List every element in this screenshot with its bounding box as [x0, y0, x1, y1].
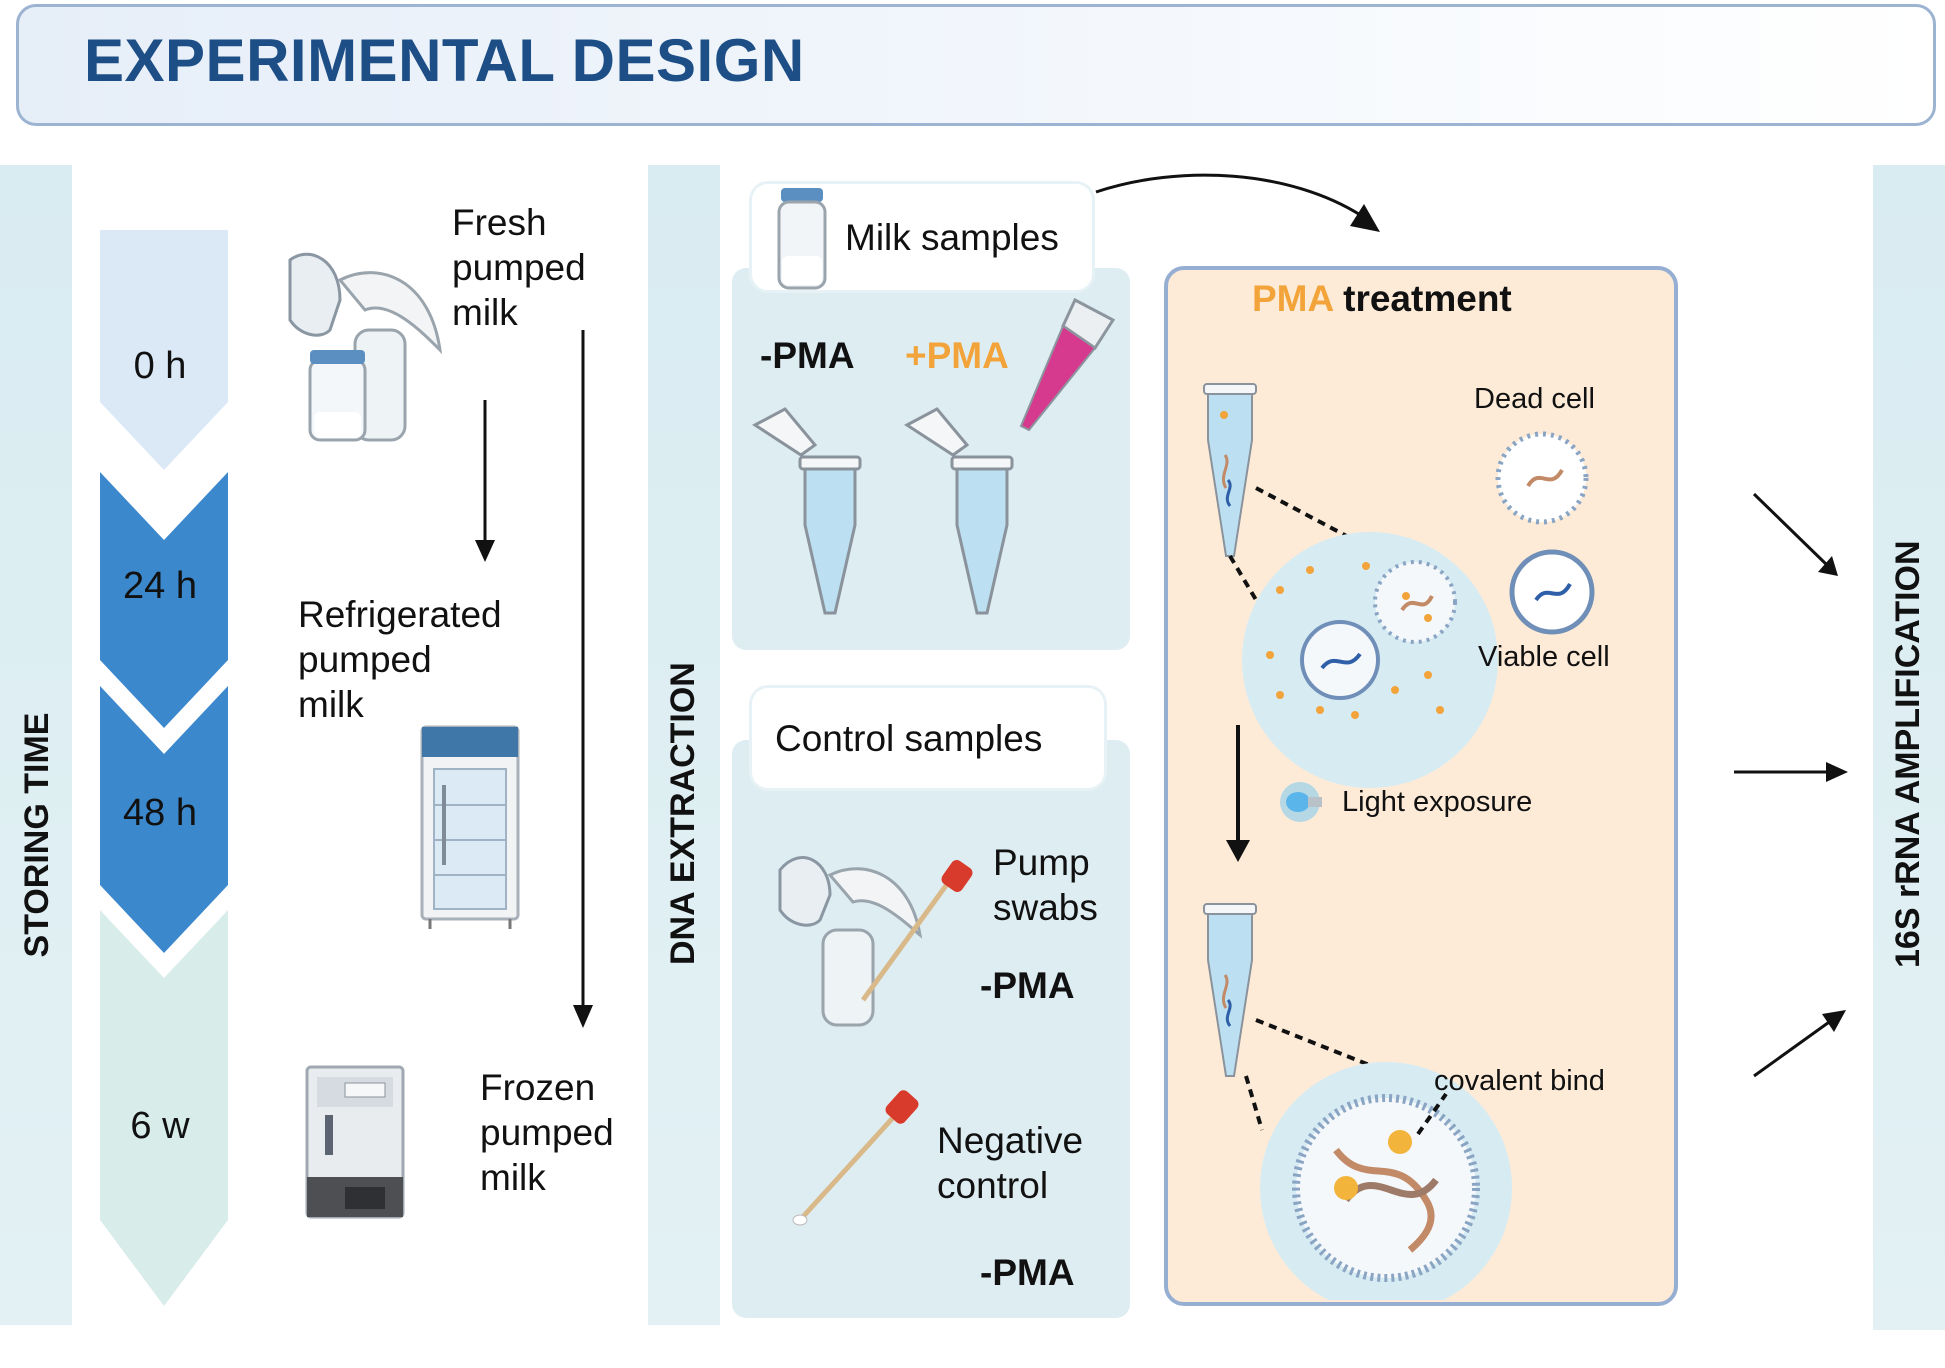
- pma-treatment-title: PMA treatment: [1252, 278, 1512, 320]
- timeline-label-0h: 0 h: [133, 345, 187, 387]
- timeline-chevrons: [100, 230, 228, 1306]
- tube-after-light: [1203, 903, 1257, 1077]
- pma-title-accent: PMA: [1252, 278, 1333, 319]
- pump-swab-icon: [778, 856, 973, 1027]
- tube-plus-pma-icon: [904, 407, 1014, 615]
- timeline-step-48h-shape: [100, 686, 228, 953]
- control-samples-title: Control samples: [775, 718, 1043, 759]
- fresh-milk-label: Fresh pumped milk: [452, 200, 586, 335]
- pump-swabs-line-2: swabs: [993, 887, 1098, 928]
- timeline-step-24h-shape: [100, 472, 228, 728]
- dna-extraction-band: [648, 165, 720, 1325]
- dna-extraction-label: DNA EXTRACTION: [664, 662, 702, 965]
- arrow-fresh-to-frozen: [573, 330, 593, 1028]
- storing-time-label: STORING TIME: [18, 712, 56, 958]
- arrow-fresh-to-refrigerated: [475, 400, 495, 562]
- negative-control-line-1: Negative: [937, 1120, 1084, 1161]
- tube-minus-pma-icon: [752, 407, 862, 615]
- negative-control-label: Negative control: [937, 1118, 1083, 1208]
- viable-cell-label: Viable cell: [1478, 641, 1610, 673]
- frozen-line-1: Frozen: [480, 1067, 596, 1108]
- refrigerated-line-2: pumped: [298, 639, 432, 680]
- tube-before-light: [1203, 383, 1257, 557]
- refrigerator-icon: [420, 725, 520, 929]
- pump-swabs-line-1: Pump: [993, 842, 1090, 883]
- negative-control-line-2: control: [937, 1165, 1049, 1206]
- pma-process-illustration: [1203, 383, 1595, 1300]
- milk-vial-icon: [777, 188, 827, 290]
- fresh-line-3: milk: [452, 292, 518, 333]
- frozen-milk-label: Frozen pumped milk: [480, 1065, 614, 1200]
- milk-minus-pma-label: -PMA: [760, 335, 855, 376]
- breast-pump-icon: [288, 252, 443, 442]
- pump-swabs-label: Pump swabs: [993, 840, 1098, 930]
- milk-plus-pma-label: +PMA: [905, 335, 1009, 376]
- freezer-icon: [305, 1065, 405, 1219]
- milk-samples-title: Milk samples: [845, 217, 1059, 258]
- pump-swabs-pma-label: -PMA: [980, 965, 1075, 1006]
- arrows-to-amplification: [1734, 492, 1848, 1078]
- pipette-icon: [1019, 298, 1115, 432]
- refrigerated-milk-label: Refrigerated pumped milk: [298, 592, 502, 727]
- frozen-line-2: pumped: [480, 1112, 614, 1153]
- timeline-step-6w-shape: [100, 910, 228, 1306]
- negative-control-swab-icon: [792, 1090, 919, 1226]
- fresh-line-2: pumped: [452, 247, 586, 288]
- page-title: EXPERIMENTAL DESIGN: [84, 27, 805, 94]
- amplification-band: [1873, 165, 1945, 1330]
- timeline-step-0h: [100, 230, 228, 470]
- storing-time-band: [0, 165, 72, 1325]
- timeline-label-6w: 6 w: [130, 1105, 190, 1147]
- amplification-label: 16S rRNA AMPLIFICATION: [1889, 540, 1927, 968]
- dead-cell-label: Dead cell: [1474, 383, 1595, 415]
- light-exposure-label: Light exposure: [1342, 786, 1533, 818]
- pma-title-rest: treatment: [1332, 278, 1512, 319]
- fresh-line-1: Fresh: [452, 202, 547, 243]
- refrigerated-line-3: milk: [298, 684, 364, 725]
- control-samples-tag: [752, 688, 1104, 788]
- title-banner: [16, 4, 1936, 126]
- arrow-to-pma-treatment: [1095, 173, 1380, 232]
- negative-control-pma-label: -PMA: [980, 1252, 1075, 1293]
- timeline-label-48h: 48 h: [123, 792, 197, 834]
- timeline-label-24h: 24 h: [123, 565, 197, 607]
- refrigerated-line-1: Refrigerated: [298, 594, 502, 635]
- covalent-bind-label: covalent bind: [1434, 1065, 1605, 1097]
- frozen-line-3: milk: [480, 1157, 546, 1198]
